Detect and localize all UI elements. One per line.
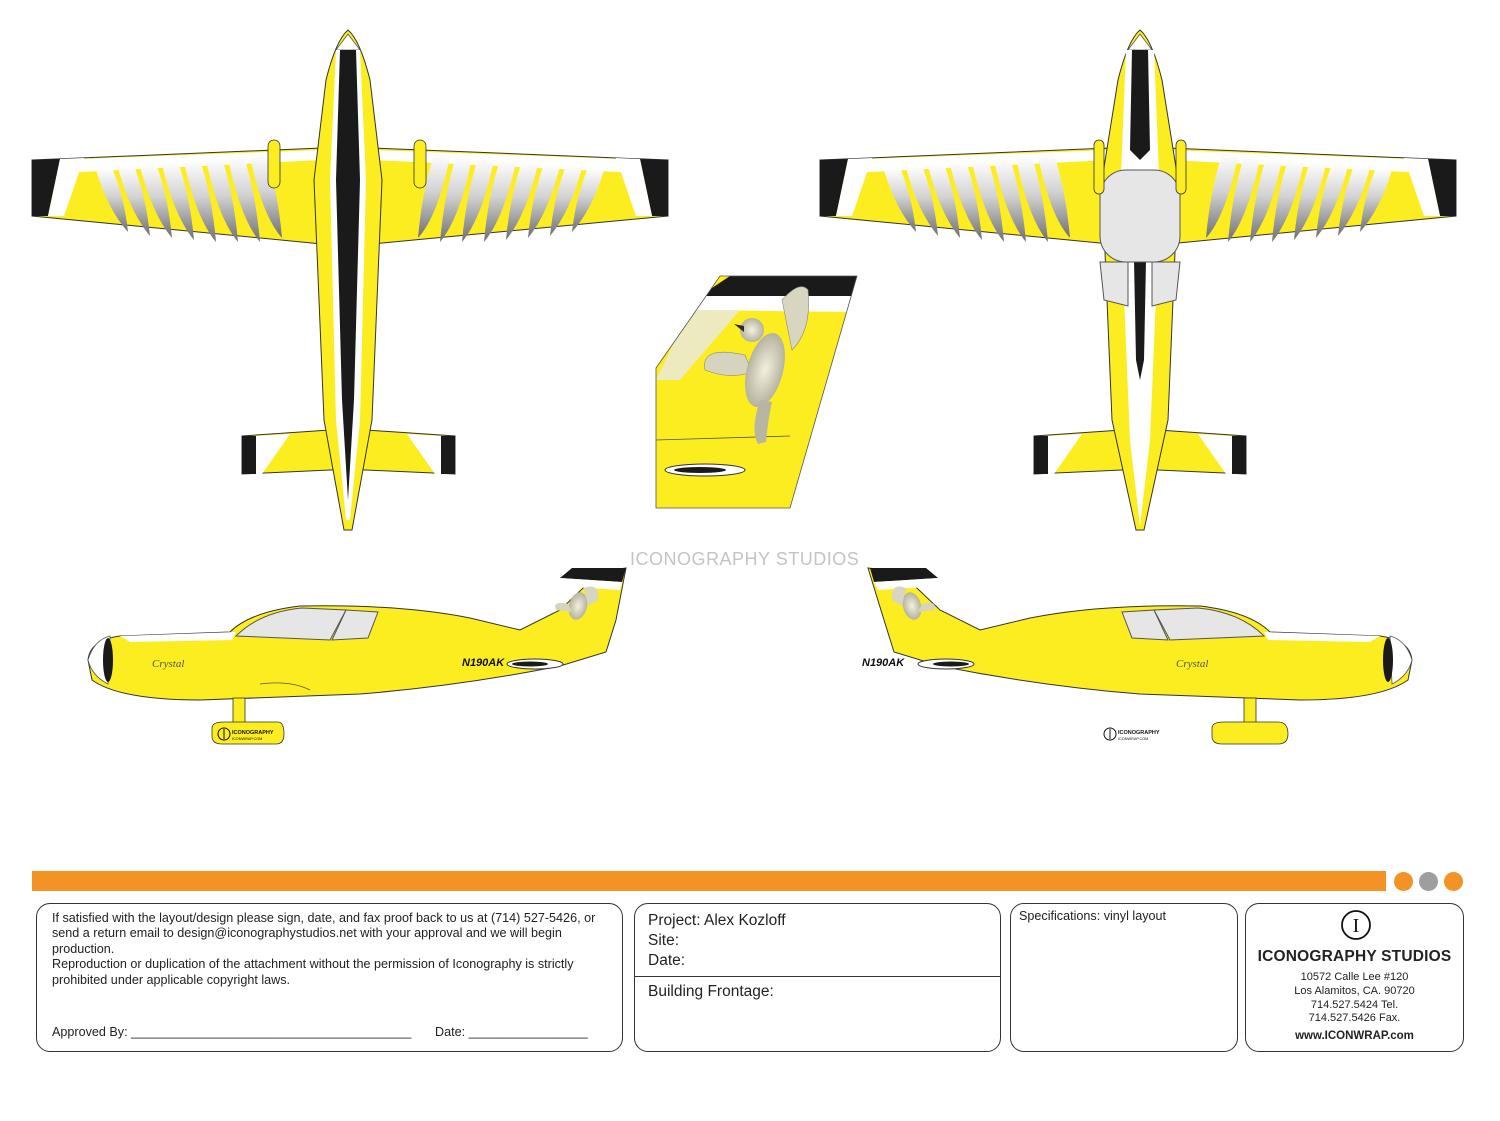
approval-paragraph: If satisfied with the layout/design plea… — [52, 911, 596, 956]
company-box: I ICONOGRAPHY STUDIOS 10572 Calle Lee #1… — [1245, 903, 1464, 1052]
project-box: Project: Alex Kozloff Site: Date: Buildi… — [634, 903, 1001, 1052]
project-date: Date: — [648, 952, 686, 969]
project-site: Site: — [648, 932, 680, 949]
company-address: 10572 Calle Lee #120 Los Alamitos, CA. 9… — [1246, 971, 1463, 1026]
decal-web-right: ICONWRAP.COM — [1118, 737, 1148, 741]
approval-instructions: If satisfied with the layout/design plea… — [52, 911, 612, 988]
logo-letter: I — [1353, 915, 1360, 937]
project-box-divider — [635, 976, 1000, 977]
company-name: ICONOGRAPHY STUDIOS — [1257, 948, 1452, 965]
bottom-view-aircraft — [819, 29, 1457, 531]
tail-fin-detail — [655, 275, 858, 509]
specifications-box: Specifications: vinyl layout — [1010, 903, 1238, 1052]
feathers-left-wing — [96, 154, 282, 242]
watermark-text: ICONOGRAPHY STUDIOS — [630, 549, 860, 569]
orange-dot — [1444, 872, 1463, 891]
feathers-right-wing-underside — [1206, 154, 1392, 242]
name-script-left: Crystal — [152, 658, 184, 670]
copyright-paragraph: Reproduction or duplication of the attac… — [52, 957, 574, 987]
specifications-text: Specifications: vinyl layout — [1019, 909, 1166, 923]
approved-by-line[interactable]: Approved By: ___________________________… — [52, 1025, 412, 1039]
decal-brand-right: ICONOGRAPHY — [1118, 730, 1160, 736]
aircraft-artwork: ICONOGRAPHY ICONWRAP.COM Crystal N190AK … — [31, 29, 1457, 745]
side-view-right: ICONOGRAPHY ICONWRAP.COM Crystal N190AK — [862, 567, 1413, 745]
decal-brand-left: ICONOGRAPHY — [232, 730, 274, 736]
registration-left: N190AK — [462, 657, 505, 669]
approval-date-line[interactable]: Date: _________________ — [435, 1025, 588, 1039]
bird-illustration — [704, 286, 809, 444]
orange-dot — [1394, 872, 1413, 891]
feathers-right-wing — [418, 154, 604, 242]
project-name: Project: Alex Kozloff — [648, 912, 786, 929]
side-view-left: ICONOGRAPHY ICONWRAP.COM Crystal N190AK — [87, 567, 627, 745]
orange-divider-bar — [32, 871, 1386, 891]
company-fax: 714.527.5426 Fax. — [1308, 1012, 1401, 1025]
address-line2: Los Alamitos, CA. 90720 — [1294, 984, 1415, 997]
building-frontage: Building Frontage: — [648, 983, 774, 1000]
company-website-link[interactable]: www.ICONWRAP.com — [1295, 1030, 1414, 1042]
iconography-logo-icon: I — [1341, 910, 1371, 940]
grey-dot — [1419, 872, 1438, 891]
company-tel: 714.527.5424 Tel. — [1310, 998, 1399, 1011]
top-view-aircraft — [31, 29, 669, 531]
feathers-left-wing-underside — [884, 154, 1070, 242]
name-script-right: Crystal — [1176, 658, 1208, 670]
decal-web-left: ICONWRAP.COM — [232, 737, 262, 741]
approval-box: If satisfied with the layout/design plea… — [36, 903, 623, 1052]
registration-right: N190AK — [862, 657, 905, 669]
address-line1: 10572 Calle Lee #120 — [1300, 971, 1409, 983]
